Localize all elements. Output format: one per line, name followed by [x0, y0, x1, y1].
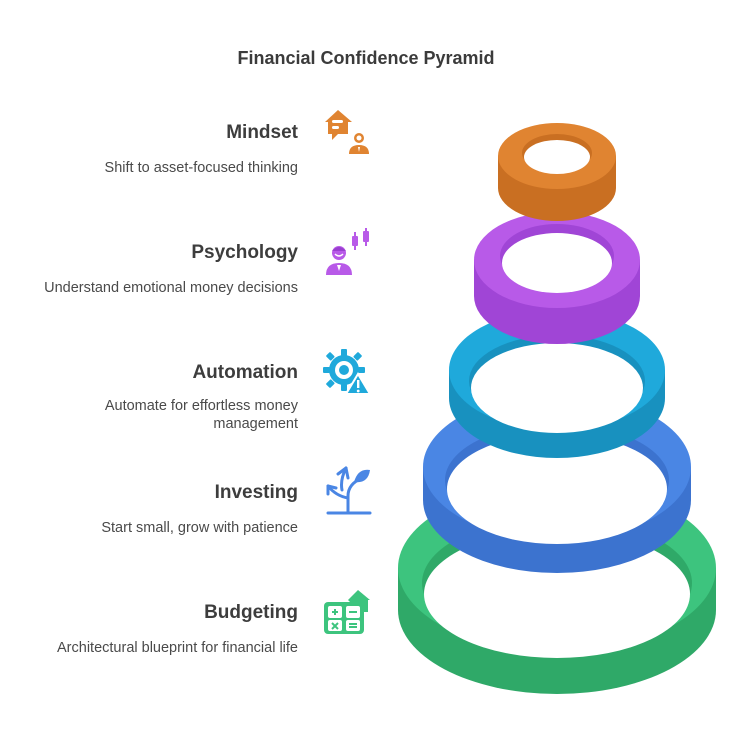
level-desc-automation: Automate for effortless money management	[104, 398, 298, 432]
ring-psychology	[474, 212, 640, 344]
level-desc-budgeting: Architectural blueprint for financial li…	[57, 640, 298, 656]
level-label-psychology: Psychology	[191, 242, 298, 263]
ring-mindset	[498, 123, 616, 221]
house-person-icon	[325, 110, 369, 154]
level-label-automation: Automation	[192, 362, 298, 383]
diagram-title: Financial Confidence Pyramid	[237, 48, 495, 68]
level-label-investing: Investing	[214, 482, 298, 503]
ring-automation	[449, 310, 665, 458]
person-candlestick-icon	[326, 228, 369, 275]
level-desc-investing: Start small, grow with patience	[101, 520, 298, 536]
calculator-house-icon	[324, 590, 370, 634]
plant-arrow-icon	[326, 466, 372, 515]
level-desc-psychology: Understand emotional money decisions	[44, 280, 298, 296]
gear-warning-icon	[323, 349, 372, 395]
level-label-mindset: Mindset	[226, 122, 298, 143]
level-desc-mindset: Shift to asset-focused thinking	[104, 160, 298, 176]
level-label-budgeting: Budgeting	[204, 602, 298, 623]
